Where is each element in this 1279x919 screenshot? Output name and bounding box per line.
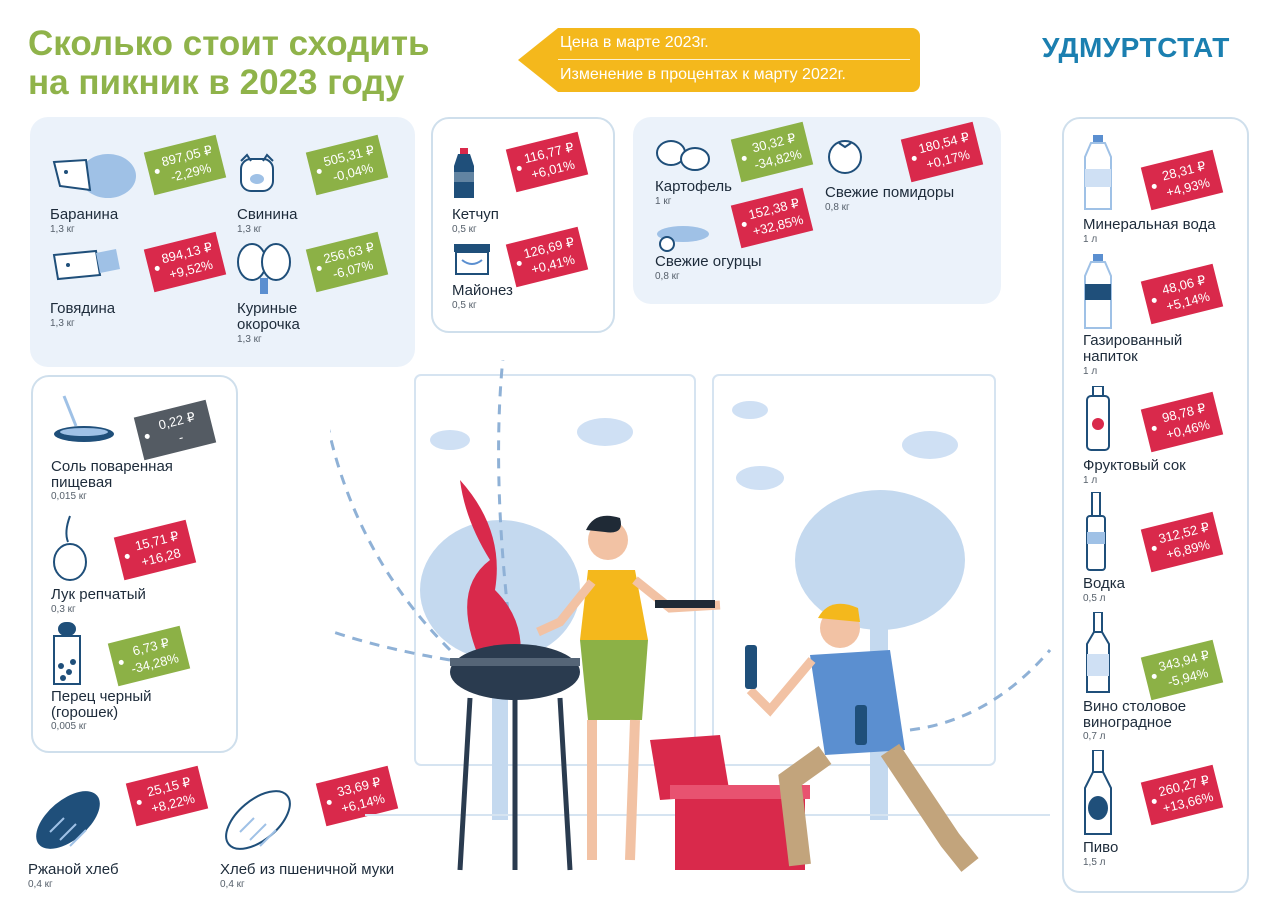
sheep-icon — [52, 154, 136, 198]
salt-name-1: Соль поваренная — [51, 458, 173, 475]
wine-qty: 0,7 л — [1083, 731, 1106, 742]
juice-bottle-icon — [1086, 386, 1110, 451]
rye-price-tag: 25,15 ₽ +8,22% — [125, 765, 209, 827]
ketchup-qty: 0,5 кг — [452, 224, 477, 235]
wine-name-2: виноградное — [1083, 714, 1172, 731]
onion-name: Лук репчатый — [51, 586, 146, 603]
cucumber-qty: 0,8 кг — [655, 271, 680, 282]
cucumber-name: Свежие огурцы — [655, 253, 762, 270]
lamb-name: Баранина — [50, 206, 119, 223]
onion-icon — [53, 515, 87, 581]
vodka-name: Водка — [1083, 575, 1126, 592]
beer-bottle-icon — [1084, 750, 1112, 835]
water-qty: 1 л — [1083, 234, 1098, 245]
wheat-name: Хлеб из пшеничной муки — [220, 861, 395, 878]
wine-name-1: Вино столовое — [1083, 698, 1187, 715]
tomato-qty: 0,8 кг — [825, 202, 850, 213]
pepper-name-1: Перец черный — [51, 688, 152, 705]
pork-name: Свинина — [237, 206, 298, 223]
mayonnaise-qty: 0,5 кг — [452, 300, 477, 311]
mayonnaise-jar-icon — [454, 244, 490, 275]
tomato-icon — [828, 140, 862, 174]
onion-qty: 0,3 кг — [51, 604, 76, 615]
title-line-2: на пикник в 2023 году — [28, 63, 405, 102]
legend-price-label: Цена в марте 2023г. — [560, 34, 709, 51]
cow-icon — [52, 249, 120, 281]
salt-name-2: пищевая — [51, 474, 113, 491]
picnic-illustration — [330, 360, 1052, 872]
legend-divider — [558, 59, 910, 60]
ketchup-name: Кетчуп — [452, 206, 499, 223]
ketchup-bottle-icon — [454, 148, 474, 198]
potato-name: Картофель — [655, 178, 732, 195]
wine-bottle-icon — [1086, 612, 1110, 693]
legend-arrow — [518, 28, 920, 92]
legend-change-label: Изменение в процентах к марту 2022г. — [560, 66, 846, 83]
rye-bread-icon — [36, 791, 100, 849]
soda-qty: 1 л — [1083, 366, 1098, 377]
pig-icon — [240, 153, 274, 192]
legend: Цена в марте 2023г. Изменение в процента… — [518, 28, 920, 92]
chicken-qty: 1,3 кг — [237, 334, 262, 345]
soda-name-2: напиток — [1083, 348, 1138, 365]
title-line-1: Сколько стоит сходить — [28, 24, 430, 63]
vodka-qty: 0,5 л — [1083, 593, 1106, 604]
pepper-shaker-icon — [53, 622, 81, 685]
brand-logo: УДМУРТСТАТ — [1042, 32, 1230, 63]
soda-name-1: Газированный — [1083, 332, 1183, 349]
soda-bottle-icon — [1084, 254, 1112, 329]
vodka-bottle-icon — [1086, 492, 1106, 571]
juice-qty: 1 л — [1083, 475, 1098, 486]
chicken-name-2: окорочка — [237, 316, 300, 333]
pepper-qty: 0,005 кг — [51, 721, 87, 732]
beef-qty: 1,3 кг — [50, 318, 75, 329]
beer-qty: 1,5 л — [1083, 857, 1106, 868]
lamb-qty: 1,3 кг — [50, 224, 75, 235]
page-title: Сколько стоит сходить на пикник в 2023 г… — [28, 24, 508, 102]
juice-name: Фруктовый сок — [1083, 457, 1186, 474]
rye-name: Ржаной хлеб — [28, 861, 119, 878]
salt-icon — [54, 395, 114, 442]
rye-qty: 0,4 кг — [28, 879, 53, 890]
salt-qty: 0,015 кг — [51, 491, 87, 502]
mayonnaise-name: Майонез — [452, 282, 513, 299]
chicken-leg-icon — [237, 243, 291, 294]
wheat-bread-icon — [225, 790, 291, 850]
pork-qty: 1,3 кг — [237, 224, 262, 235]
water-name: Минеральная вода — [1083, 216, 1216, 233]
water-bottle-icon — [1084, 135, 1112, 210]
beer-name: Пиво — [1083, 839, 1119, 856]
pepper-name-2: (горошек) — [51, 704, 119, 721]
beef-name: Говядина — [50, 300, 116, 317]
tomato-name: Свежие помидоры — [825, 184, 955, 201]
potato-qty: 1 кг — [655, 196, 672, 207]
wheat-qty: 0,4 кг — [220, 879, 245, 890]
cucumber-icon — [657, 226, 709, 252]
chicken-name-1: Куриные — [237, 300, 298, 317]
potato-icon — [656, 140, 710, 171]
